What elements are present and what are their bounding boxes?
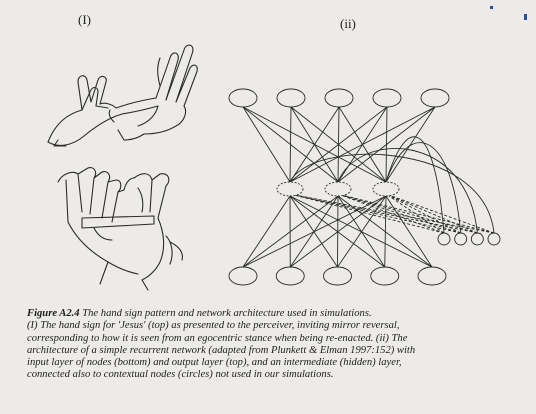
context-connection (337, 193, 445, 234)
connection-line (385, 106, 436, 183)
caption-line: connected also to contextual nodes (circ… (27, 369, 334, 381)
context-connection (289, 193, 478, 234)
hand-sign-illustration (47, 44, 198, 291)
connection-line (242, 195, 291, 268)
input-node (275, 266, 305, 286)
connection-line (338, 106, 387, 183)
input-node (370, 266, 400, 286)
context-connection (289, 193, 461, 234)
context-connection (337, 193, 461, 234)
context-connection (385, 193, 445, 234)
output-node (228, 88, 258, 108)
caption-title-line: Figure A2.4 The hand sign pattern and ne… (27, 308, 527, 320)
panel-label-left: (I) (78, 12, 91, 27)
copy-back-arc (337, 148, 478, 234)
context-connection (385, 193, 461, 234)
connection-line (242, 106, 387, 183)
input-layer (228, 266, 447, 286)
network-connections (242, 106, 436, 268)
figure-label: Figure A2.4 (27, 308, 80, 319)
context-connection (337, 193, 478, 234)
caption-line: input layer of nodes (bottom) and output… (27, 357, 402, 369)
corner-mark (490, 6, 493, 9)
context-connection (289, 193, 445, 234)
context-node (454, 232, 468, 246)
hand-sign-bottom (57, 167, 183, 291)
connection-line (289, 195, 386, 268)
context-connection (337, 193, 495, 234)
connection-line (385, 106, 388, 183)
context-node (437, 232, 451, 246)
input-node (417, 266, 447, 286)
corner-mark (524, 14, 527, 20)
copy-back-arc (385, 136, 445, 234)
hidden-node (372, 181, 400, 197)
context-layer (437, 232, 501, 246)
connection-line (385, 195, 433, 268)
panel-label-right: (ii) (340, 16, 356, 31)
caption-title: The hand sign pattern and network archit… (79, 308, 372, 319)
connection-line (290, 106, 387, 183)
output-node (372, 88, 402, 108)
context-connections (289, 193, 495, 234)
caption-line: architecture of a simple recurrent netwo… (27, 344, 416, 356)
output-layer (228, 88, 450, 108)
hand-sign-top (47, 44, 198, 147)
connection-line (337, 195, 433, 268)
figure-caption: Figure A2.4 The hand sign pattern and ne… (27, 308, 527, 382)
context-node (470, 232, 484, 246)
connection-line (289, 195, 338, 268)
output-node (420, 88, 450, 108)
output-node (324, 88, 354, 108)
hidden-node (324, 181, 352, 197)
input-node (323, 266, 352, 286)
output-node (276, 88, 306, 108)
connection-line (289, 195, 433, 268)
network-diagram (228, 88, 501, 286)
copy-back-arcs (289, 136, 495, 234)
hidden-layer (276, 181, 400, 197)
hidden-node (276, 181, 304, 197)
context-connection (385, 193, 495, 234)
connection-line (242, 106, 291, 183)
caption-line: (I) The hand sign for 'Jesus' (top) as p… (27, 320, 400, 332)
context-node (487, 232, 501, 246)
copy-back-arc (385, 142, 462, 234)
connection-line (242, 106, 339, 183)
input-node (228, 266, 258, 286)
caption-line: corresponding to how it is seen from an … (27, 332, 408, 344)
